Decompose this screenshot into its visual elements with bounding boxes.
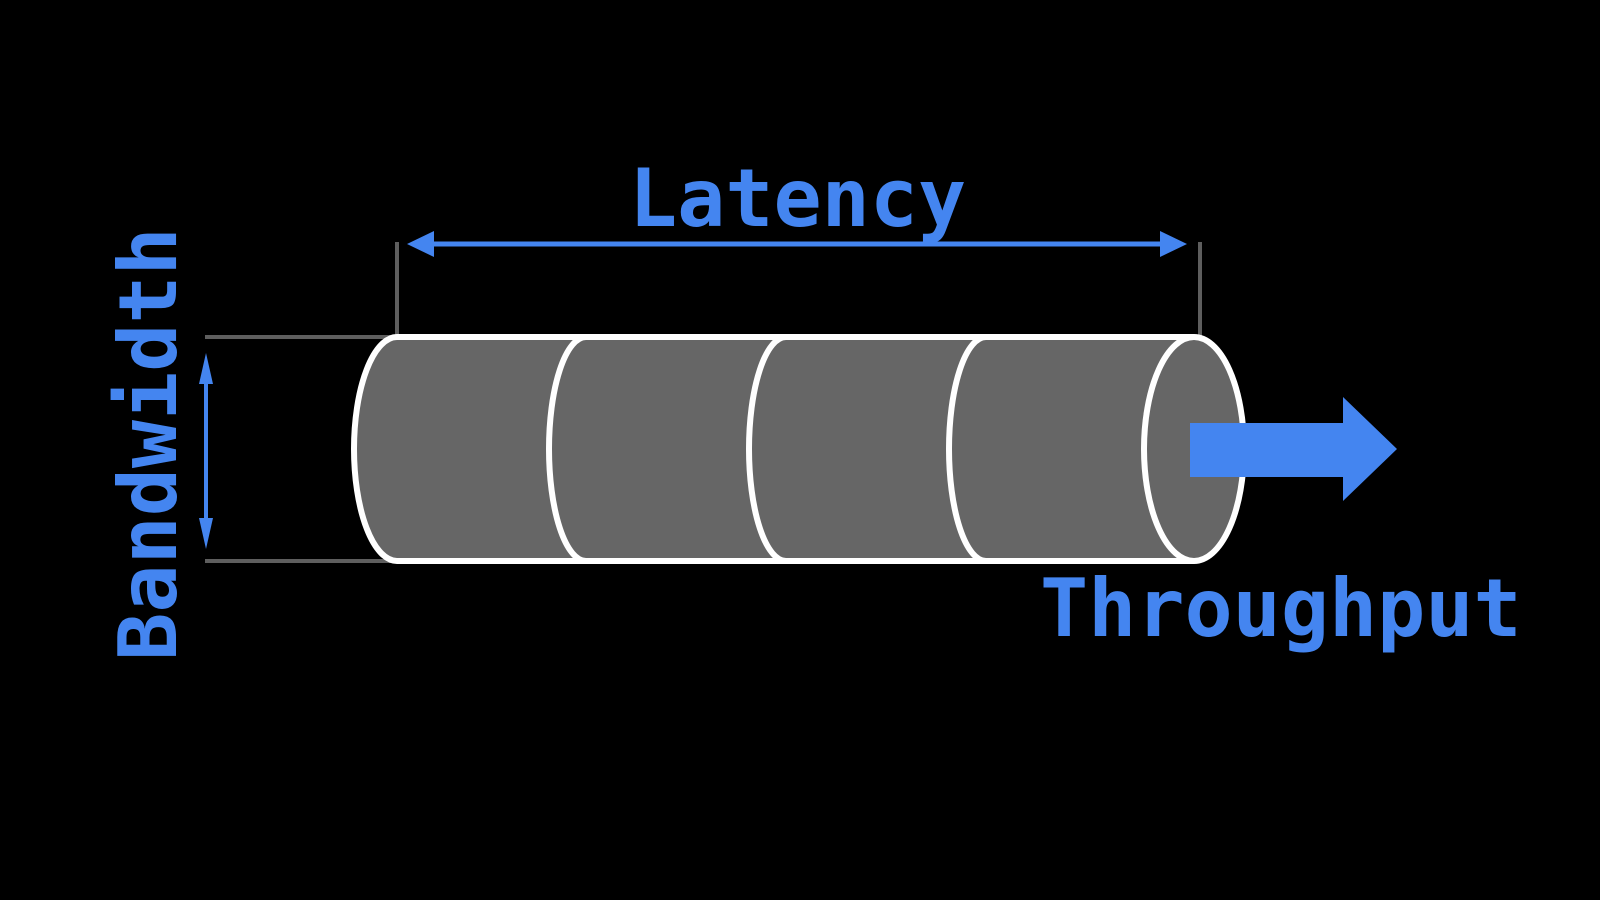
bandwidth-label: Bandwidth <box>102 227 195 661</box>
pipe-cylinder <box>351 334 1247 564</box>
throughput-block-arrow-icon <box>1190 397 1397 501</box>
pipe-segment-divider-3 <box>946 334 987 564</box>
latency-double-arrow-icon <box>407 231 1187 257</box>
throughput-label: Throughput <box>1040 562 1522 655</box>
bandwidth-arrow-head-bottom <box>199 518 213 549</box>
bandwidth-double-arrow-icon <box>199 353 213 549</box>
latency-arrow-head-right <box>1160 231 1187 257</box>
measure-lines <box>205 242 1202 563</box>
pipe-segment-divider-2 <box>746 334 787 564</box>
pipe-segment-divider-1 <box>546 334 587 564</box>
latency-arrow-head-left <box>407 231 434 257</box>
bandwidth-arrow-head-top <box>199 353 213 384</box>
pipe-body <box>351 334 1194 564</box>
latency-label: Latency <box>629 152 967 245</box>
